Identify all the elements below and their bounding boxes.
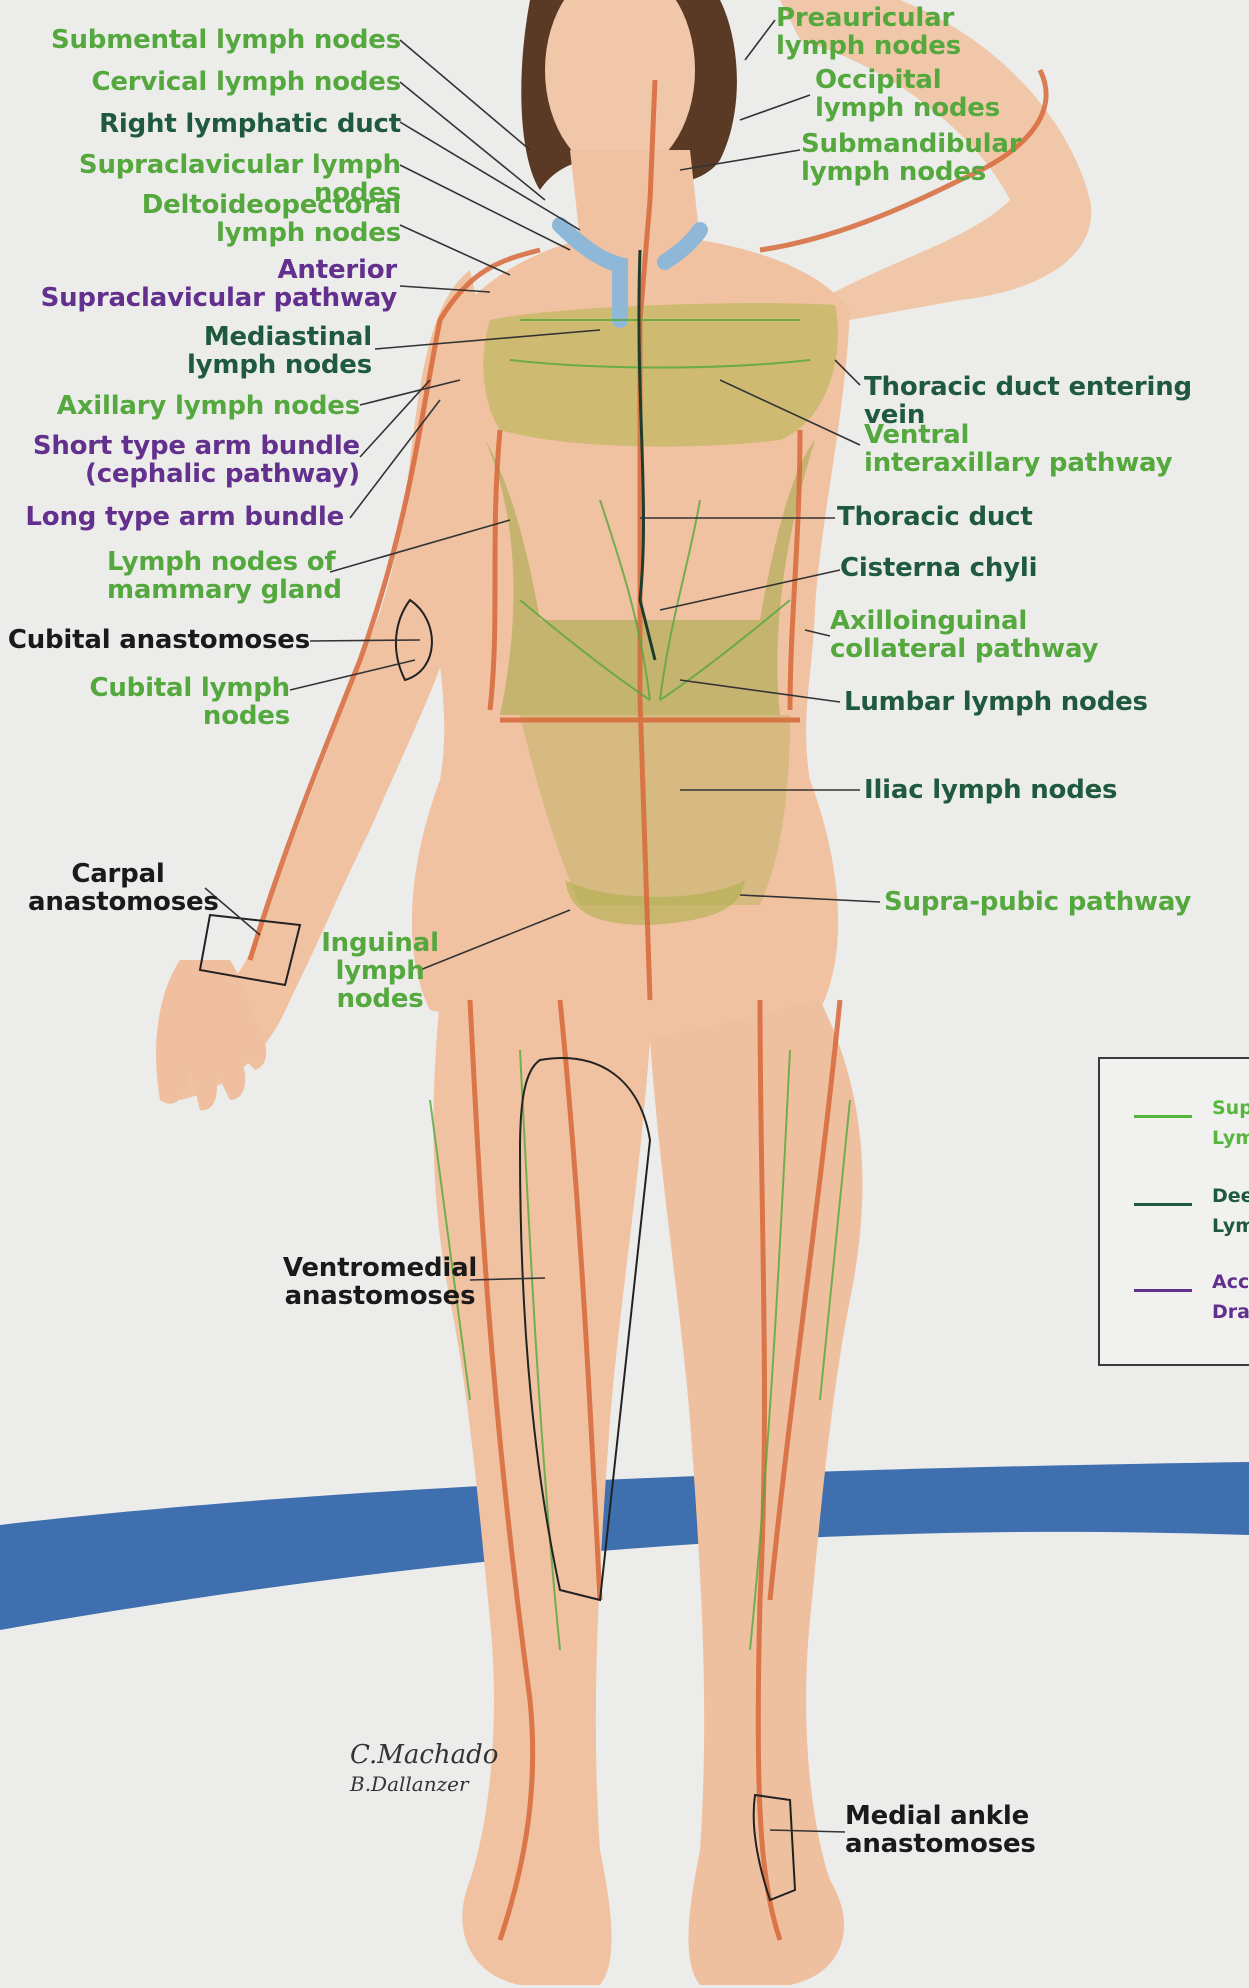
legend-item-accessory: Acc Dra <box>1134 1267 1249 1327</box>
label-submandibular-lymph-nodes: Submandibular lymph nodes <box>801 130 1021 186</box>
label-lumbar-lymph-nodes: Lumbar lymph nodes <box>844 688 1148 716</box>
label-submental-lymph-nodes: Submental lymph nodes <box>51 26 401 54</box>
label-mediastinal-lymph-nodes: Mediastinal lymph nodes <box>187 323 372 379</box>
label-inguinal-lymph-nodes: Inguinal lymph nodes <box>310 929 450 1013</box>
legend-swatch-accessory <box>1134 1289 1192 1292</box>
signature-line-2: B.Dallanzer <box>350 1770 470 1798</box>
legend-item-deep: Dee Lym <box>1134 1181 1249 1241</box>
label-cubital-lymph-nodes: Cubital lymph nodes <box>0 674 290 730</box>
legend-swatch-deep <box>1134 1203 1192 1206</box>
label-anterior-supraclavicular-pathway: Anterior Supraclavicular pathway <box>41 256 397 312</box>
label-axillary-lymph-nodes: Axillary lymph nodes <box>57 392 360 420</box>
label-lymph-nodes-of-mammary-gland: Lymph nodes of mammary gland <box>107 548 342 604</box>
label-medial-ankle-anastomoses: Medial ankle anastomoses <box>845 1802 1036 1858</box>
blue-band <box>0 1462 1249 1630</box>
legend-text-accessory: Acc Dra <box>1212 1267 1249 1327</box>
label-iliac-lymph-nodes: Iliac lymph nodes <box>864 776 1117 804</box>
label-cubital-anastomoses: Cubital anastomoses <box>8 626 310 654</box>
legend-text-deep: Dee Lym <box>1212 1181 1249 1241</box>
artist-signature: C.Machado B.Dallanzer <box>350 1740 470 1820</box>
legend-swatch-superficial <box>1134 1115 1192 1118</box>
label-supra-pubic-pathway: Supra-pubic pathway <box>884 888 1191 916</box>
label-cervical-lymph-nodes: Cervical lymph nodes <box>91 68 401 96</box>
label-cisterna-chyli: Cisterna chyli <box>840 554 1037 582</box>
label-carpal-anastomoses: Carpal anastomoses <box>28 860 208 916</box>
label-occipital-lymph-nodes: Occipital lymph nodes <box>815 66 1000 122</box>
legend-text-superficial: Sup Lym <box>1212 1093 1249 1153</box>
label-short-type-arm-bundle: Short type arm bundle (cephalic pathway) <box>33 432 360 488</box>
label-deltoideopectoral-lymph-nodes: Deltoideopectoral lymph nodes <box>142 191 401 247</box>
legend-item-superficial: Sup Lym <box>1134 1093 1249 1153</box>
label-long-type-arm-bundle: Long type arm bundle <box>25 503 344 531</box>
label-ventral-interaxillary-pathway: Ventral interaxillary pathway <box>864 421 1172 477</box>
legend: Sup Lym Dee Lym Acc Dra <box>1098 1057 1249 1366</box>
label-axilloinguinal-collateral-pathway: Axilloinguinal collateral pathway <box>830 607 1098 663</box>
label-thoracic-duct: Thoracic duct <box>837 503 1033 531</box>
signature-line-1: C.Machado <box>350 1740 470 1770</box>
label-ventromedial-anastomoses: Ventromedial anastomoses <box>280 1254 480 1310</box>
label-right-lymphatic-duct: Right lymphatic duct <box>99 110 401 138</box>
label-preauricular-lymph-nodes: Preauricular lymph nodes <box>776 4 961 60</box>
